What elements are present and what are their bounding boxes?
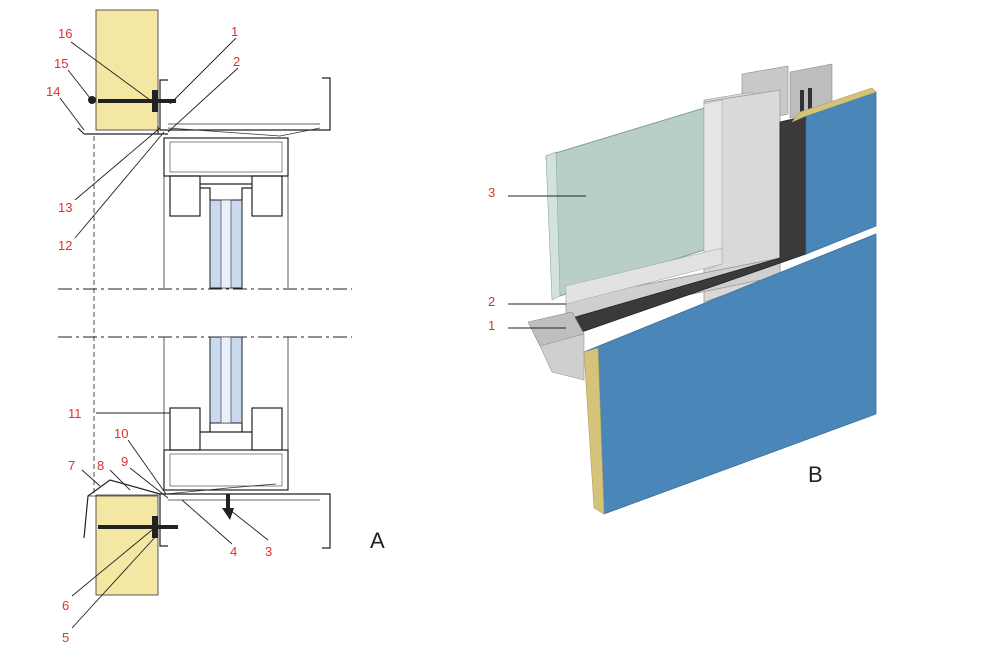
section-a: 1 2 3 4 5 6 7 8 9 10 11 12 13 14 15 16 A: [46, 9, 385, 645]
lower-panel-edge: [583, 347, 605, 515]
top-flashing: [84, 126, 168, 135]
sill-flashing: [83, 479, 161, 539]
upper-panel-edge: [791, 87, 877, 123]
callout-a-1: 1: [231, 24, 238, 39]
view-b-label: B: [808, 462, 823, 487]
bottom-frame-channel: [159, 493, 331, 549]
callout-a-6: 6: [62, 598, 69, 613]
bottom-insulated-panel: [95, 494, 159, 596]
top-frame-channel: [159, 77, 331, 131]
bottom-fastener: [222, 494, 234, 520]
callout-a-9: 9: [121, 454, 128, 469]
frame-jamb: [703, 99, 723, 271]
glass-edge: [545, 151, 561, 301]
bottom-screw: [98, 516, 178, 538]
sill-metal-face: [539, 333, 585, 381]
callout-a-16: 16: [58, 26, 72, 41]
top-window-frame: [163, 137, 289, 289]
frame-bottom-rail: [565, 247, 723, 305]
callout-b-2: 2: [488, 294, 495, 309]
callout-a-14: 14: [46, 84, 60, 99]
top-insulated-panel: [95, 9, 159, 131]
callout-a-8: 8: [97, 458, 104, 473]
view-b: 3 2 1 B: [488, 63, 877, 515]
callout-a-12: 12: [58, 238, 72, 253]
section-a-label: A: [370, 528, 385, 553]
callout-a-4: 4: [230, 544, 237, 559]
callout-a-5: 5: [62, 630, 69, 645]
callout-a-10: 10: [114, 426, 128, 441]
callout-a-13: 13: [58, 200, 72, 215]
callout-a-2: 2: [233, 54, 240, 69]
callout-b-1: 1: [488, 318, 495, 333]
section-a-leaders: [59, 37, 269, 629]
view-b-leaders: [508, 195, 586, 329]
view-b-callouts: 3 2 1: [488, 185, 495, 333]
upper-blue-panel: [805, 91, 877, 255]
callout-b-3: 3: [488, 185, 495, 200]
callout-a-11: 11: [68, 406, 82, 421]
callout-a-15: 15: [54, 56, 68, 71]
callout-a-3: 3: [265, 544, 272, 559]
top-drip: [77, 127, 85, 135]
section-a-callouts: 1 2 3 4 5 6 7 8 9 10 11 12 13 14 15 16: [46, 24, 272, 645]
bottom-slope: [165, 483, 277, 495]
bottom-window-frame: [163, 336, 289, 491]
callout-a-7: 7: [68, 458, 75, 473]
top-gasket-line: [167, 127, 321, 137]
